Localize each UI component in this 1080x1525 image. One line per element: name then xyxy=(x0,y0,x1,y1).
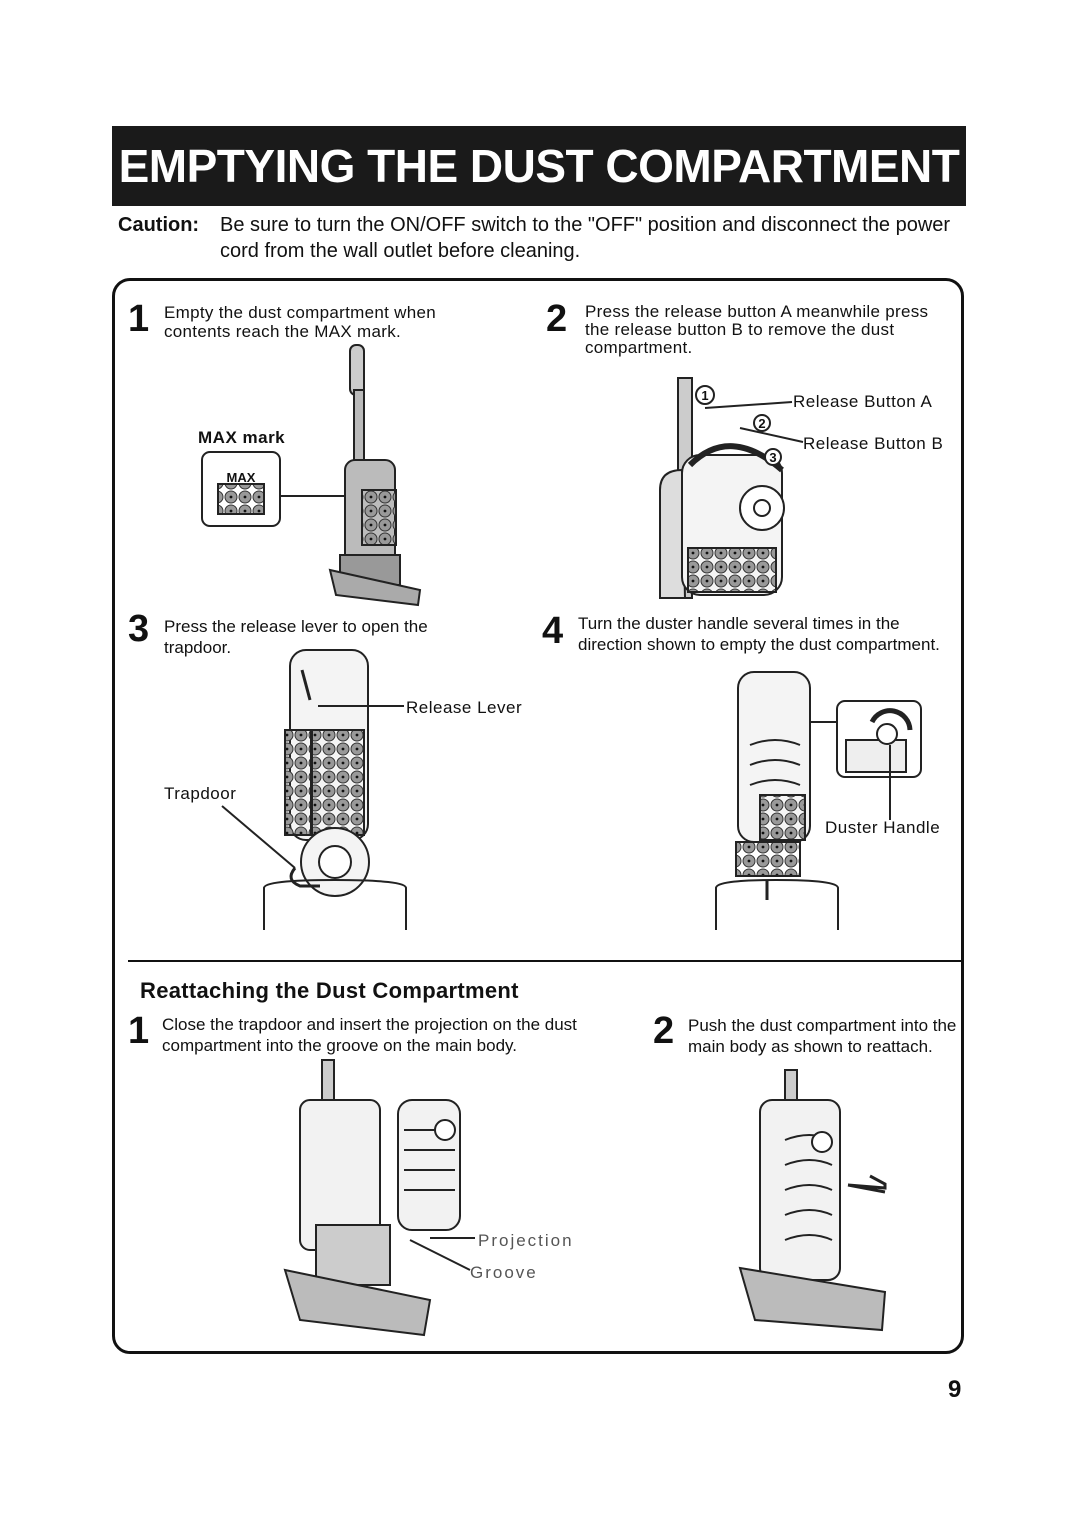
release-lever-label: Release Lever xyxy=(406,698,523,717)
step-4-number: 4 xyxy=(542,610,564,652)
callout-2: 2 xyxy=(758,416,765,431)
caution-text: Be sure to turn the ON/OFF switch to the… xyxy=(220,214,951,262)
trapdoor-illustration xyxy=(221,649,407,930)
step-2-text: Press the release button A meanwhile pre… xyxy=(585,302,929,357)
reattach-step-2-number: 2 xyxy=(653,1010,675,1052)
step-1-number: 1 xyxy=(128,298,150,340)
reattach-step-1-number: 1 xyxy=(128,1010,150,1052)
caution-label: Caution: xyxy=(118,214,200,236)
max-mark-icon xyxy=(201,451,345,527)
step-3-text: Press the release lever to open the trap… xyxy=(164,617,428,657)
reattach-heading: Reattaching the Dust Compartment xyxy=(140,978,519,1003)
callout-1: 1 xyxy=(701,388,708,403)
caution-note: Caution: Be sure to turn the ON/OFF swit… xyxy=(118,212,978,262)
max-mark-label: MAX mark xyxy=(198,428,286,447)
step-3-number: 3 xyxy=(128,608,150,650)
step-2-number: 2 xyxy=(546,298,568,340)
step-4-text: Turn the duster handle several times in … xyxy=(578,614,940,654)
title-banner: EMPTYING THE DUST COMPARTMENT xyxy=(112,126,966,206)
groove-label: Groove xyxy=(470,1263,538,1282)
duster-handle-label: Duster Handle xyxy=(825,818,941,837)
page-number: 9 xyxy=(948,1376,962,1403)
section-divider xyxy=(128,960,964,962)
vacuum-upright-illustration xyxy=(328,344,422,607)
release-buttons-illustration xyxy=(659,377,804,599)
trapdoor-label: Trapdoor xyxy=(164,784,237,803)
projection-label: Projection xyxy=(478,1231,574,1250)
release-button-a-label: Release Button A xyxy=(793,392,933,411)
reattach-step-1-text: Close the trapdoor and insert the projec… xyxy=(162,1015,577,1055)
duster-handle-illustration xyxy=(715,671,922,930)
release-button-b-label: Release Button B xyxy=(803,434,944,453)
max-icon-text: MAX xyxy=(227,470,256,485)
reattach-insert-illustration xyxy=(283,1059,475,1337)
instruction-panel xyxy=(112,278,964,1354)
callout-3: 3 xyxy=(769,450,776,465)
reattach-push-illustration xyxy=(738,1069,887,1332)
reattach-step-2-text: Push the dust compartment into the main … xyxy=(688,1016,957,1056)
page-title: EMPTYING THE DUST COMPARTMENT xyxy=(118,140,960,192)
step-1-text: Empty the dust compartment when contents… xyxy=(164,303,436,341)
